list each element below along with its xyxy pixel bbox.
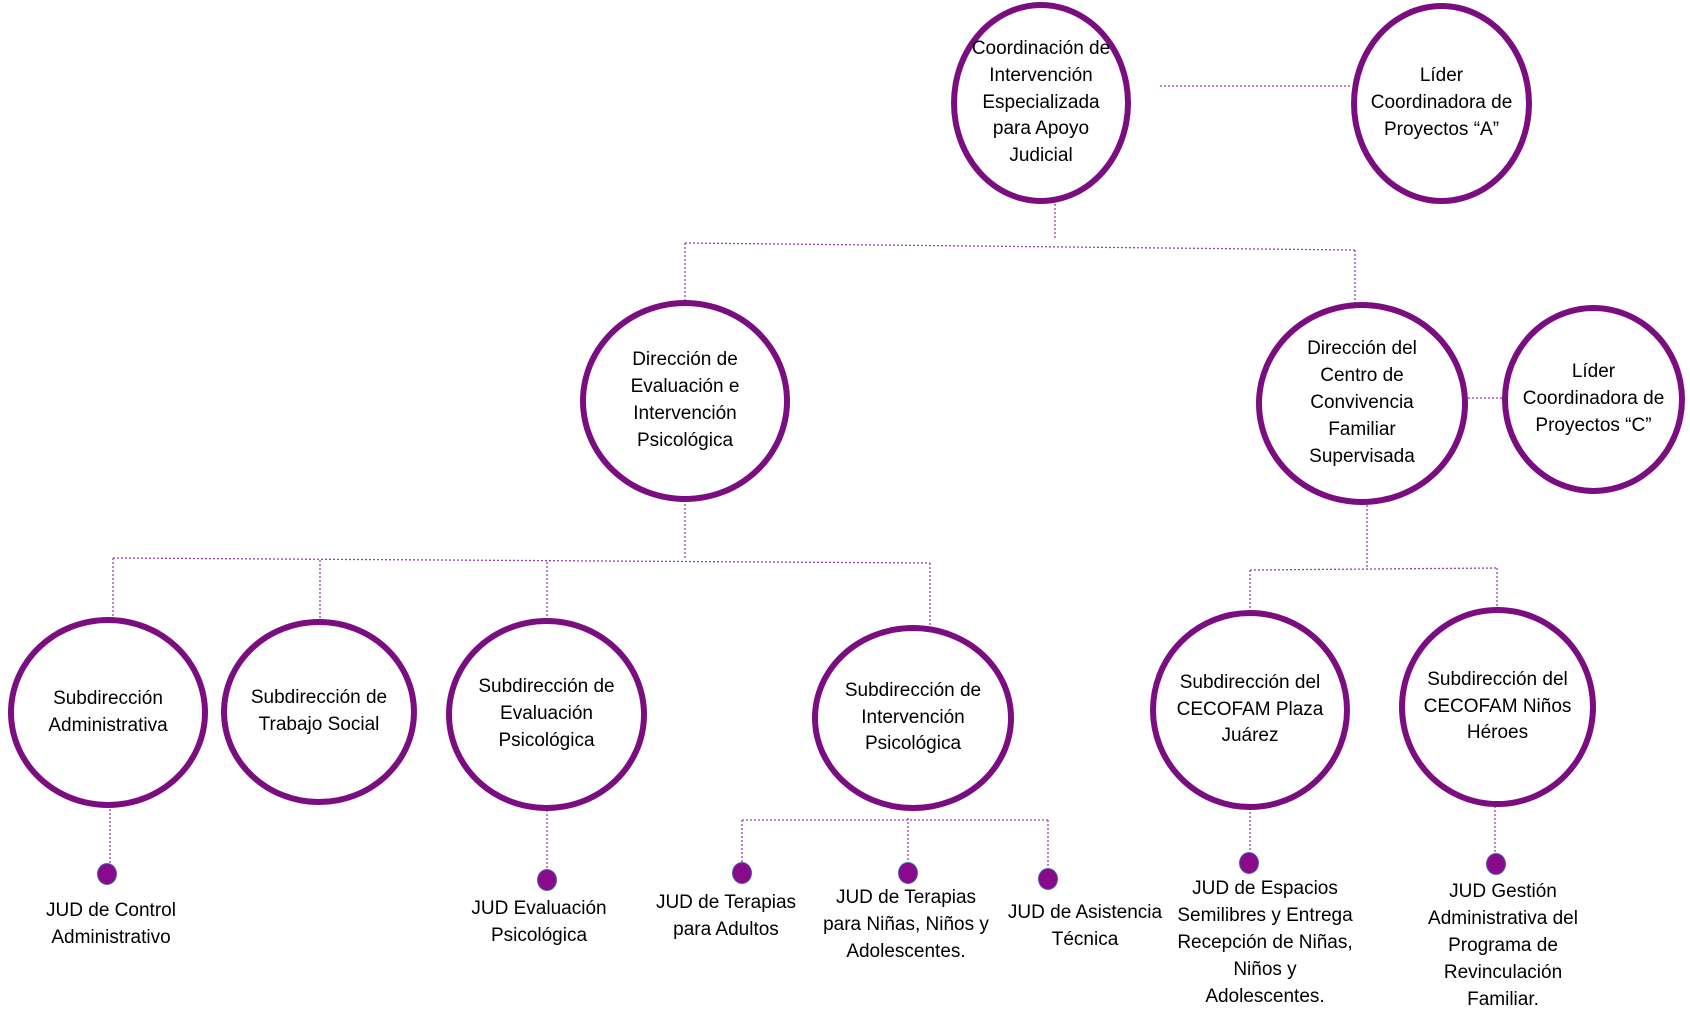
connector-line [684, 242, 1356, 251]
dot-jud-terapias-ninos [898, 862, 918, 884]
dot-jud-control-administrativo [97, 863, 117, 885]
dot-jud-gestion-revinculacion [1486, 853, 1506, 875]
connector-line [112, 557, 931, 564]
dot-jud-espacios-semilibres [1239, 852, 1259, 874]
connector-line [1249, 567, 1498, 571]
dot-jud-asistencia-tecnica [1038, 868, 1058, 890]
dot-jud-terapias-adultos [732, 862, 752, 884]
dot-jud-evaluacion-psicologica [537, 869, 557, 891]
